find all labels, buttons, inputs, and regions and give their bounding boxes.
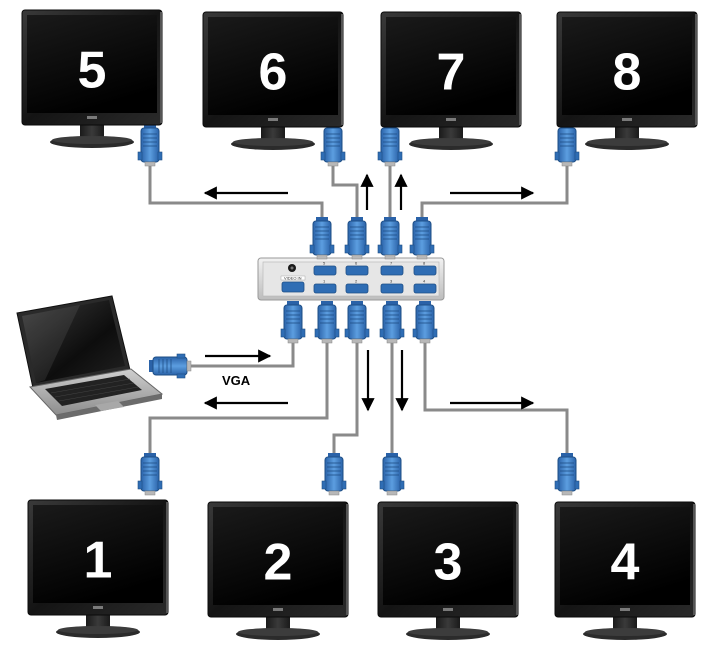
laptop — [16, 295, 164, 420]
port-label-1: 1 — [323, 279, 326, 284]
monitor-3: 3 — [377, 501, 519, 640]
cables — [148, 160, 569, 460]
vga-connectors — [137, 124, 580, 496]
port-label-4: 4 — [423, 279, 426, 284]
vga-connector-monitor-1 — [137, 453, 163, 496]
port-label-8: 8 — [423, 261, 426, 266]
port-label-2: 2 — [355, 279, 358, 284]
monitor-number: 4 — [611, 534, 640, 592]
monitor-4: 4 — [554, 501, 696, 640]
signal-arrows — [203, 173, 535, 412]
monitor-5: 5 — [21, 9, 163, 148]
monitor-screen — [33, 505, 163, 603]
vga-connector-monitor-4 — [554, 453, 580, 496]
laptop-touchpad — [95, 401, 124, 411]
monitor-screen — [213, 507, 343, 605]
vga-connector-out-2 — [344, 301, 370, 344]
monitor-number: 7 — [437, 44, 466, 102]
monitor-number: 3 — [434, 534, 463, 592]
monitor-logo — [268, 118, 278, 121]
monitor-screen — [562, 17, 692, 115]
splitter-output-ports — [313, 265, 437, 294]
vga-connector-monitor-8 — [554, 124, 580, 167]
cable-monitor-1 — [148, 338, 329, 460]
monitor-number: 8 — [613, 44, 642, 102]
port-6 — [345, 265, 369, 276]
cable-input — [178, 338, 295, 368]
vga-connector-out-6 — [344, 217, 370, 260]
port-1 — [313, 283, 337, 294]
monitor-logo — [93, 606, 103, 609]
vga-connector-monitor-6 — [320, 124, 346, 167]
video-in-label: VIDEO IN — [284, 276, 302, 281]
monitor-logo — [443, 608, 453, 611]
vga-connector-out-3 — [379, 301, 405, 344]
cable-monitor-6 — [331, 160, 359, 222]
vga-connector-out-5 — [309, 217, 335, 260]
cable-monitor-5 — [148, 160, 324, 222]
port-8 — [413, 265, 437, 276]
vga-label: VGA — [222, 373, 251, 388]
vga-splitter-box: VIDEO IN 5 6 7 8 1 2 3 4 — [257, 257, 445, 301]
cable-monitor-8 — [420, 160, 569, 222]
vga-connector-monitor-3 — [379, 453, 405, 496]
monitor-number: 6 — [259, 44, 288, 102]
port-label-6: 6 — [355, 261, 358, 266]
port-label-7: 7 — [390, 261, 393, 266]
monitor-1: 1 — [27, 499, 169, 638]
vga-connector-monitor-2 — [321, 453, 347, 496]
laptop-screen — [22, 300, 125, 383]
monitor-6: 6 — [202, 11, 344, 150]
port-2 — [345, 283, 369, 294]
monitor-logo — [446, 118, 456, 121]
port-label-3: 3 — [390, 279, 393, 284]
vga-connector-laptop — [149, 353, 192, 379]
monitor-logo — [273, 608, 283, 611]
monitor-screen — [27, 15, 157, 113]
vga-connector-monitor-5 — [137, 124, 163, 167]
monitor-7: 7 — [380, 11, 522, 150]
port-label-5: 5 — [323, 261, 326, 266]
monitor-number: 2 — [264, 534, 293, 592]
monitor-screen — [383, 507, 513, 605]
monitor-number: 5 — [78, 42, 107, 100]
vga-connector-monitor-7 — [377, 124, 403, 167]
port-5 — [313, 265, 337, 276]
monitor-8: 8 — [556, 11, 698, 150]
monitors: 5 6 7 8 1 2 3 4 — [21, 9, 698, 640]
monitor-screen — [386, 17, 516, 115]
vga-connector-out-8 — [409, 217, 435, 260]
monitor-screen — [560, 507, 690, 605]
port-4 — [413, 283, 437, 294]
laptop-keyboard — [45, 375, 142, 406]
monitor-logo — [87, 116, 97, 119]
vga-connector-in — [280, 301, 306, 344]
vga-connector-out-4 — [412, 301, 438, 344]
monitor-logo — [620, 608, 630, 611]
vga-connector-out-1 — [314, 301, 340, 344]
video-in-port — [281, 281, 305, 293]
monitor-screen — [208, 17, 338, 115]
vga-connector-out-7 — [377, 217, 403, 260]
monitor-number: 1 — [84, 532, 113, 590]
port-3 — [380, 283, 404, 294]
port-7 — [380, 265, 404, 276]
cable-monitor-2 — [332, 338, 359, 460]
cable-monitor-4 — [423, 338, 569, 460]
monitor-logo — [622, 118, 632, 121]
monitor-2: 2 — [207, 501, 349, 640]
